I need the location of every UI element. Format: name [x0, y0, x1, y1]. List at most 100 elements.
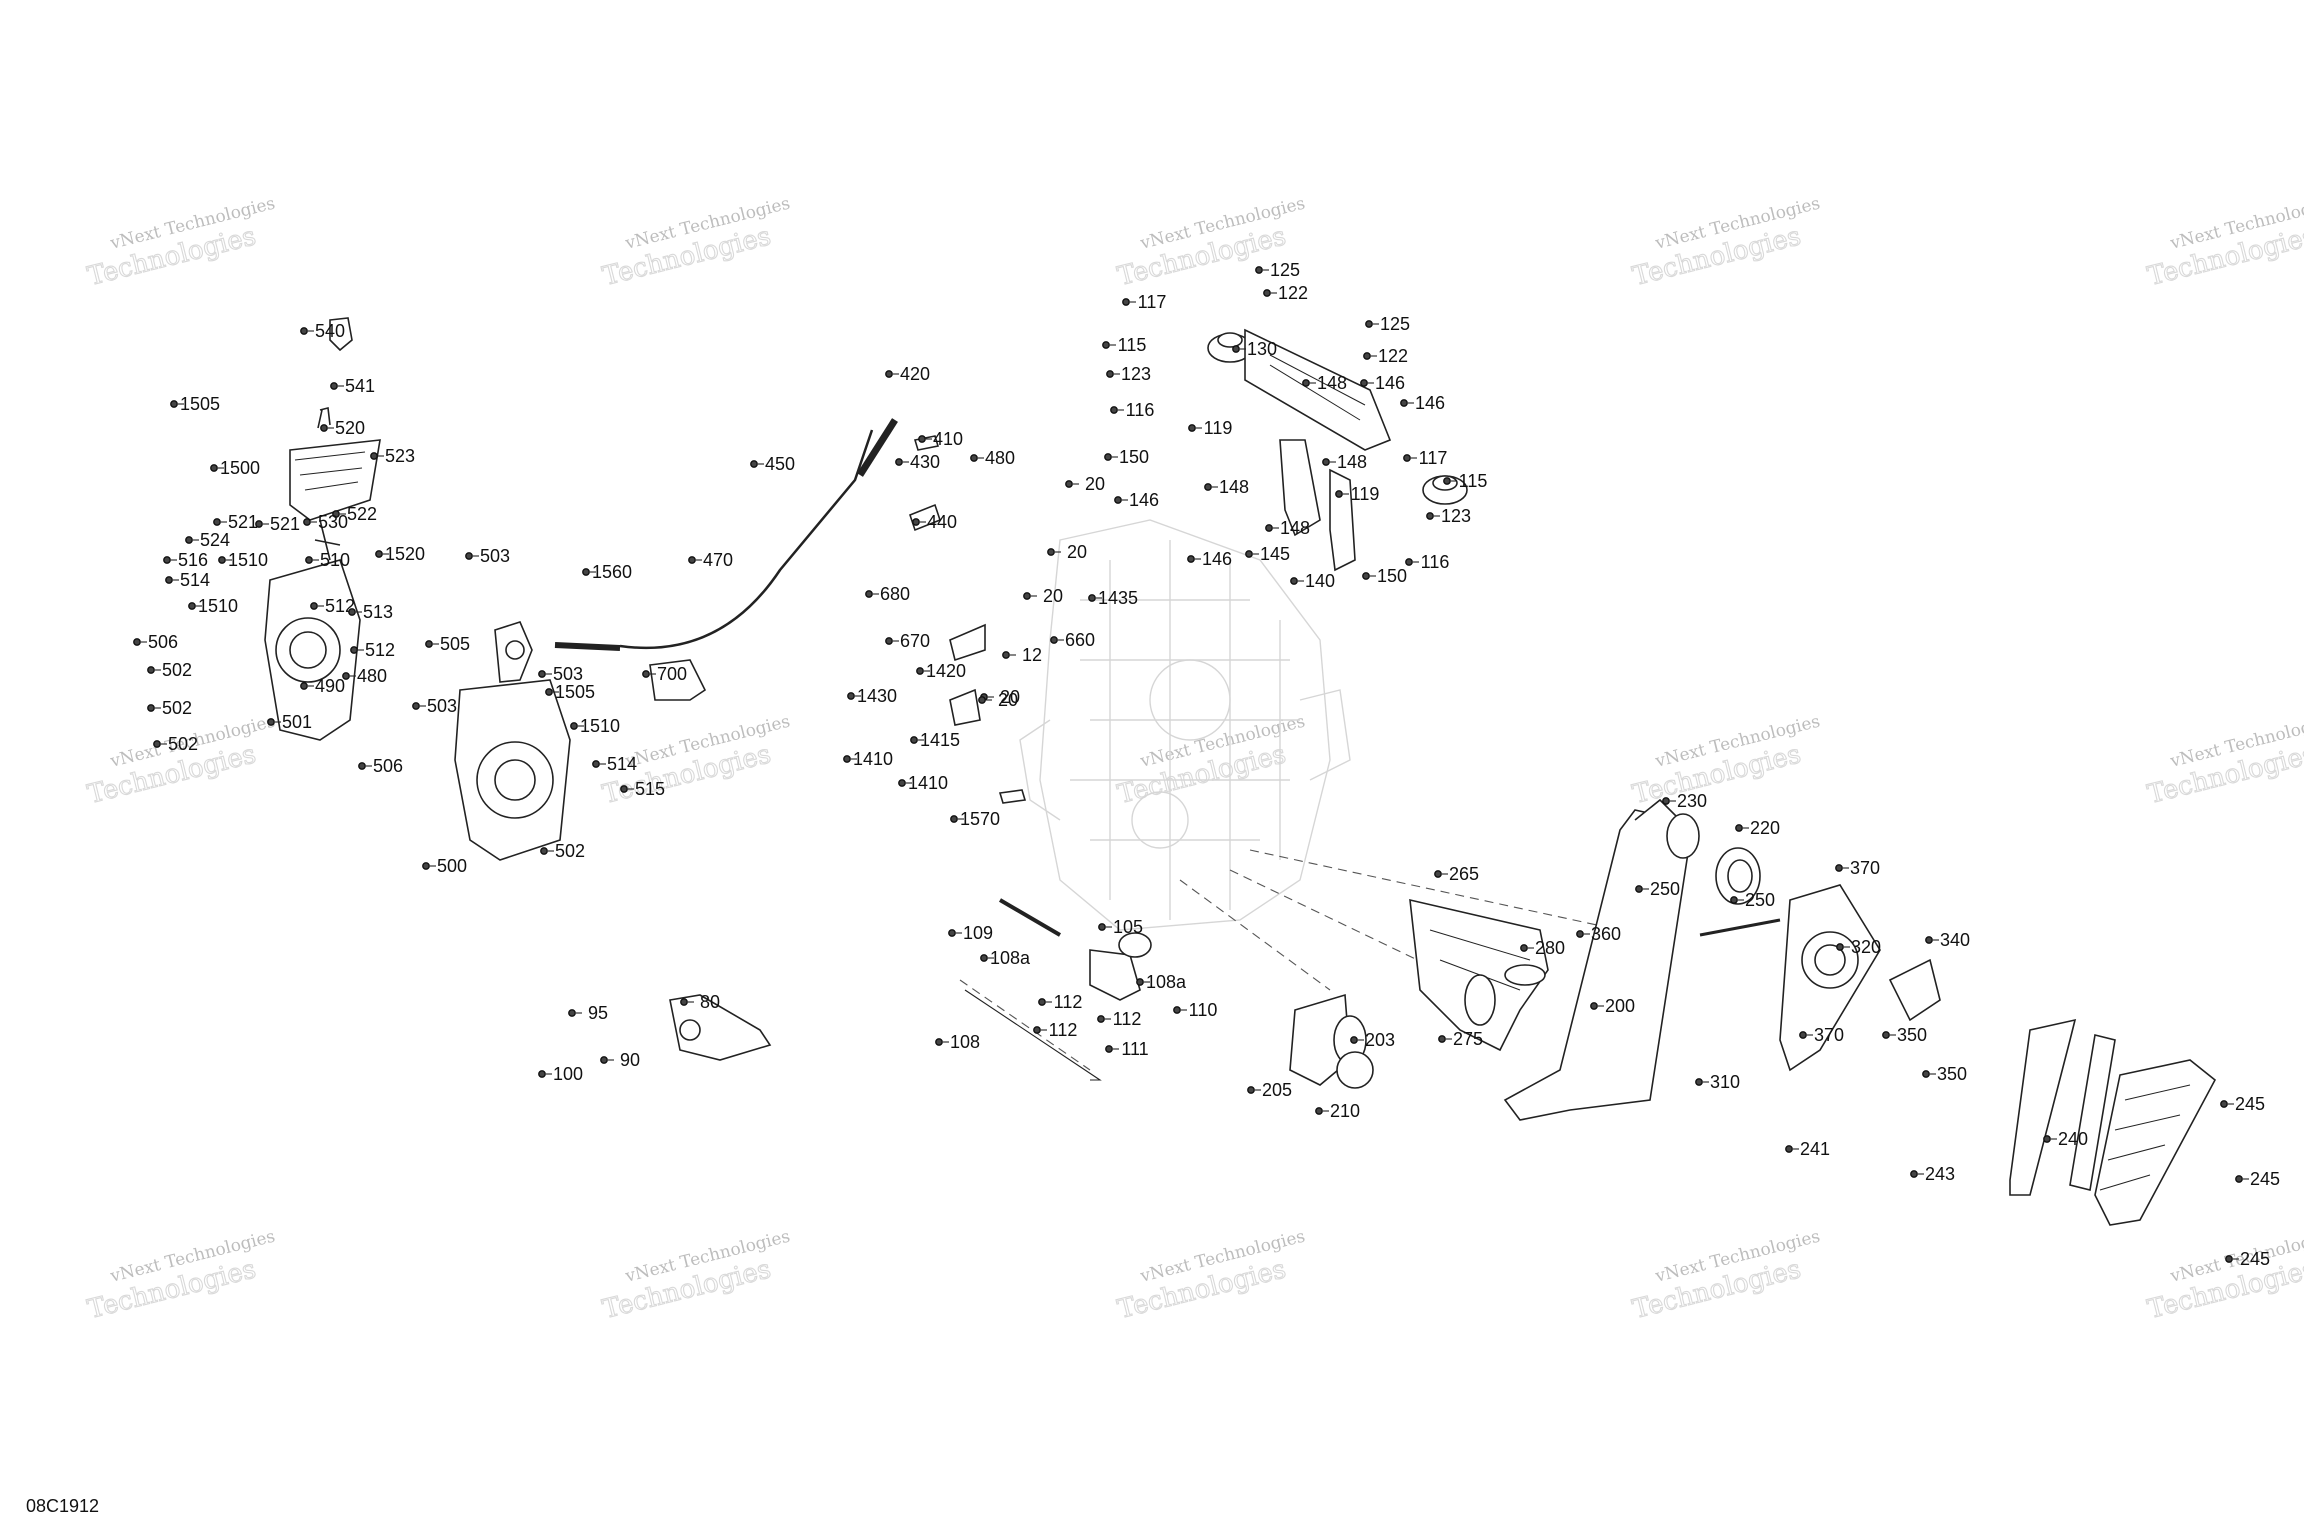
- fastener-mark: [358, 762, 366, 770]
- callout-label: 210: [1330, 1101, 1360, 1121]
- callout-label: 502: [162, 698, 192, 718]
- fastener-mark: [300, 327, 308, 335]
- fastener-mark: [1925, 936, 1933, 944]
- callout-label: 20: [1000, 687, 1020, 707]
- callout-label: 360: [1591, 924, 1621, 944]
- fastener-mark: [1403, 454, 1411, 462]
- fastener-mark: [642, 670, 650, 678]
- fastener-mark: [1322, 458, 1330, 466]
- callout-label: 502: [162, 660, 192, 680]
- callout-label: 123: [1121, 364, 1151, 384]
- fastener-mark: [213, 518, 221, 526]
- callout-label: 203: [1365, 1030, 1395, 1050]
- fastener-mark: [1002, 651, 1010, 659]
- callout-label: 146: [1129, 490, 1159, 510]
- fastener-mark: [1836, 943, 1844, 951]
- fastener-mark: [1047, 548, 1055, 556]
- fastener-mark: [1730, 896, 1738, 904]
- callout-label: 245: [2240, 1249, 2270, 1269]
- fastener-mark: [1105, 1045, 1113, 1053]
- callout-label: 240: [2058, 1129, 2088, 1149]
- fastener-mark: [688, 556, 696, 564]
- callout-label: 108a: [990, 948, 1031, 968]
- fastener-mark: [1635, 885, 1643, 893]
- fastener-mark: [885, 370, 893, 378]
- callout-label: 80: [700, 992, 720, 1012]
- fastener-mark: [592, 760, 600, 768]
- callout-label: 1410: [853, 749, 893, 769]
- callout-label: 320: [1851, 937, 1881, 957]
- fastener-mark: [1088, 594, 1096, 602]
- fastener-mark: [310, 602, 318, 610]
- callout-label: 20: [1085, 474, 1105, 494]
- fastener-mark: [133, 638, 141, 646]
- callout-label: 541: [345, 376, 375, 396]
- callout-label: 125: [1270, 260, 1300, 280]
- fastener-mark: [1785, 1145, 1793, 1153]
- callout-label: 122: [1278, 283, 1308, 303]
- callout-label: 148: [1337, 452, 1367, 472]
- callout-label: 20: [1043, 586, 1063, 606]
- fastener-mark: [1662, 797, 1670, 805]
- callout-label: 125: [1380, 314, 1410, 334]
- callout-label: 1505: [180, 394, 220, 414]
- callout-label: 514: [180, 570, 210, 590]
- callout-label: 514: [607, 754, 637, 774]
- callout-label: 1415: [920, 730, 960, 750]
- callout-label: 115: [1459, 471, 1488, 491]
- callout-label: 522: [347, 504, 377, 524]
- fastener-mark: [1106, 370, 1114, 378]
- callout-label: 111: [1121, 1039, 1148, 1059]
- fastener-mark: [895, 458, 903, 466]
- callout-label: 122: [1378, 346, 1408, 366]
- fastener-mark: [375, 550, 383, 558]
- fastener-mark: [1232, 345, 1240, 353]
- fastener-mark: [425, 640, 433, 648]
- callout-label: 100: [553, 1064, 583, 1084]
- callout-label: 521: [270, 514, 300, 534]
- callout-label: 516: [178, 550, 208, 570]
- fastener-mark: [545, 688, 553, 696]
- callout-label: 119: [1204, 418, 1233, 438]
- callout-label: 660: [1065, 630, 1095, 650]
- fastener-mark: [600, 1056, 608, 1064]
- fastener-mark: [865, 590, 873, 598]
- fastener-mark: [948, 929, 956, 937]
- fastener-mark: [303, 518, 311, 526]
- fastener-mark: [1400, 399, 1408, 407]
- callout-label: 112: [1113, 1009, 1142, 1029]
- fastener-mark: [342, 672, 350, 680]
- fastener-mark: [1405, 558, 1413, 566]
- fastener-mark: [1695, 1078, 1703, 1086]
- callout-label: 265: [1449, 864, 1479, 884]
- fastener-mark: [370, 452, 378, 460]
- callout-label: 146: [1375, 373, 1405, 393]
- fastener-mark: [1038, 998, 1046, 1006]
- callout-label: 148: [1280, 518, 1310, 538]
- callout-label: 1505: [555, 682, 595, 702]
- callout-label: 105: [1113, 917, 1143, 937]
- fastener-mark: [582, 568, 590, 576]
- callout-label: 250: [1745, 890, 1775, 910]
- fastener-mark: [1302, 379, 1310, 387]
- callout-label: 20: [1067, 542, 1087, 562]
- fastener-mark: [843, 755, 851, 763]
- fastener-mark: [1255, 266, 1263, 274]
- center-brackets: [949, 623, 1027, 804]
- callout-label: 148: [1317, 373, 1347, 393]
- fastener-mark: [1576, 930, 1584, 938]
- fastener-mark: [320, 424, 328, 432]
- fastener-mark: [1290, 577, 1298, 585]
- fastener-mark: [1360, 379, 1368, 387]
- callout-label: 480: [985, 448, 1015, 468]
- fastener-mark: [163, 556, 171, 564]
- fastener-mark: [1735, 824, 1743, 832]
